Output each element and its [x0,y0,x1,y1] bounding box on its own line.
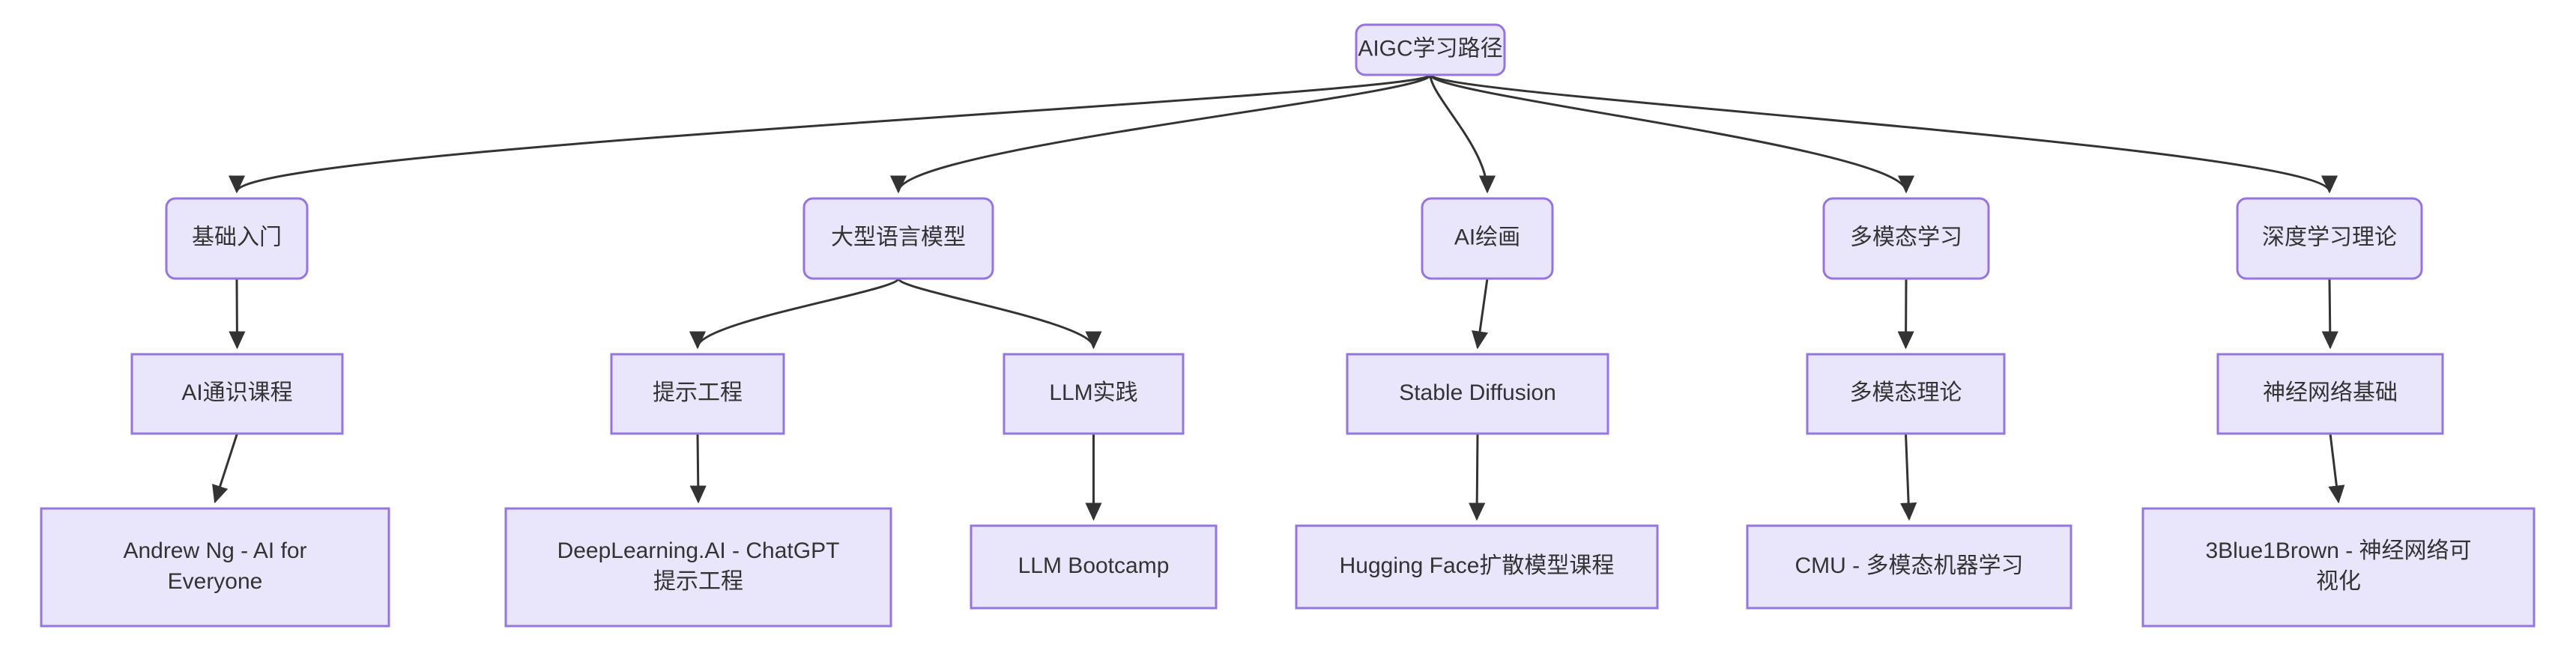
edge-aicourse-to-andrewng [212,433,238,504]
node-label-line: 3Blue1Brown - 神经网络可 [2205,538,2471,563]
node-bootcamp[interactable]: LLM Bootcamp [970,524,1218,610]
node-label-line: 神经网络基础 [2263,380,2398,405]
node-label-line: 基础入门 [192,225,282,249]
edge-multimodal-to-mmtheory [1897,278,1914,350]
node-label-line: 多模态学习 [1850,225,1962,249]
node-label-line: CMU - 多模态机器学习 [1795,553,2024,578]
node-aiart[interactable]: AI绘画 [1421,197,1554,280]
edge-root-to-multimodal [1429,73,1914,194]
edge-root-to-aiart [1429,74,1496,194]
node-label-basics: 基础入门 [192,225,282,249]
node-label-line: 提示工程 [653,380,743,405]
node-label-cmu: CMU - 多模态机器学习 [1795,553,2024,578]
node-label-line: 多模态理论 [1850,380,1962,405]
node-label-llm: 大型语言模型 [831,225,966,249]
node-label-prompt: 提示工程 [653,380,743,405]
node-label-line: 提示工程 [653,569,743,594]
edges-layer [212,73,2345,521]
node-box-basics[interactable] [165,197,309,280]
node-box-aiart[interactable] [1421,197,1554,280]
edge-root-to-llm [890,73,1432,194]
node-hfcourse[interactable]: Hugging Face扩散模型课程 [1295,524,1659,610]
node-box-3b1b[interactable] [2141,507,2536,628]
node-label-llmprac: LLM实践 [1049,380,1137,405]
edge-sd-to-hfcourse [1469,433,1486,521]
node-box-dlai[interactable] [504,507,892,628]
node-sd[interactable]: Stable Diffusion [1346,353,1609,435]
node-label-line: AI通识课程 [181,380,292,405]
edge-root-to-basics [229,73,1432,194]
node-label-line: LLM实践 [1049,380,1137,405]
node-label-nnbasics: 神经网络基础 [2263,380,2398,405]
node-box-bootcamp[interactable] [970,524,1218,610]
node-basics[interactable]: 基础入门 [165,197,309,280]
node-box-andrewng[interactable] [40,507,390,628]
node-root[interactable]: AIGC学习路径 [1355,23,1506,76]
edge-dltheory-to-nnbasics [2321,278,2338,350]
node-llm[interactable]: 大型语言模型 [802,197,994,280]
node-aicourse[interactable]: AI通识课程 [130,353,344,435]
node-label-line: 大型语言模型 [831,225,966,249]
node-nnbasics[interactable]: 神经网络基础 [2216,353,2444,435]
node-label-line: AI绘画 [1454,225,1520,249]
node-box-sd[interactable] [1346,353,1609,435]
node-dltheory[interactable]: 深度学习理论 [2236,197,2423,280]
node-label-dltheory: 深度学习理论 [2262,225,2397,249]
node-label-line: 视化 [2316,569,2361,594]
node-label-line: DeepLearning.AI - ChatGPT [557,538,840,563]
edge-root-to-dltheory [1429,73,2338,194]
node-mmtheory[interactable]: 多模态理论 [1806,353,2006,435]
node-label-aiart: AI绘画 [1454,225,1520,249]
node-box-hfcourse[interactable] [1295,524,1659,610]
edge-llm-to-llmprac [897,277,1102,350]
edge-nnbasics-to-3b1b [2328,433,2345,504]
node-box-llmprac[interactable] [1003,353,1185,435]
node-label-line: Everyone [168,569,263,594]
node-3b1b[interactable]: 3Blue1Brown - 神经网络可视化 [2141,507,2536,628]
node-label-bootcamp: LLM Bootcamp [1018,553,1170,578]
node-label-mmtheory: 多模态理论 [1850,380,1962,405]
node-box-mmtheory[interactable] [1806,353,2006,435]
node-box-aicourse[interactable] [130,353,344,435]
node-box-llm[interactable] [802,197,994,280]
node-llmprac[interactable]: LLM实践 [1003,353,1185,435]
node-label-line: LLM Bootcamp [1018,553,1170,578]
edge-llm-to-prompt [689,277,900,350]
node-prompt[interactable]: 提示工程 [610,353,785,435]
edge-mmtheory-to-cmu [1900,433,1917,521]
node-label-hfcourse: Hugging Face扩散模型课程 [1340,553,1615,578]
node-label-dlai: DeepLearning.AI - ChatGPT 提示工程 [557,538,840,594]
node-multimodal[interactable]: 多模态学习 [1822,197,1990,280]
node-label-root: AIGC学习路径 [1358,36,1502,61]
node-label-line: Stable Diffusion [1399,380,1556,405]
node-label-3b1b: 3Blue1Brown - 神经网络可视化 [2205,538,2471,594]
node-box-dltheory[interactable] [2236,197,2423,280]
node-label-line: 深度学习理论 [2262,225,2397,249]
node-cmu[interactable]: CMU - 多模态机器学习 [1746,524,2072,610]
edge-basics-to-aicourse [229,278,246,350]
node-box-multimodal[interactable] [1822,197,1990,280]
node-box-root[interactable] [1355,23,1506,76]
node-label-multimodal: 多模态学习 [1850,225,1962,249]
node-label-sd: Stable Diffusion [1399,380,1556,405]
node-box-prompt[interactable] [610,353,785,435]
node-box-cmu[interactable] [1746,524,2072,610]
node-dlai[interactable]: DeepLearning.AI - ChatGPT 提示工程 [504,507,892,628]
node-label-line: AIGC学习路径 [1358,36,1502,61]
node-label-aicourse: AI通识课程 [181,380,292,405]
node-label-line: Andrew Ng - AI for [123,538,306,563]
node-label-line: Hugging Face扩散模型课程 [1340,553,1615,578]
edge-aiart-to-sd [1472,278,1489,350]
node-box-nnbasics[interactable] [2216,353,2444,435]
